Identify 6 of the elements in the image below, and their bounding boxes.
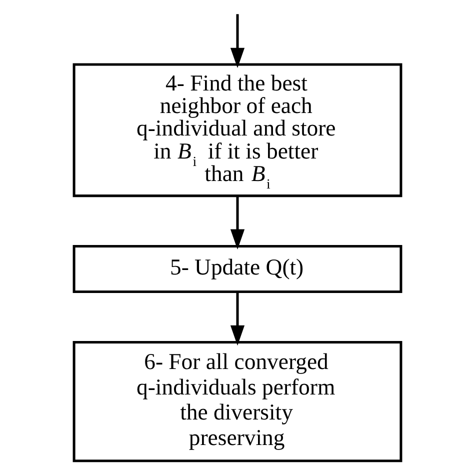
node-box: 6- For all converged q-individuals perform the diversity preserving <box>72 340 402 462</box>
arrow <box>230 196 244 250</box>
node-box: 5- Update Q(t) <box>72 245 402 293</box>
arrow <box>230 292 244 346</box>
arrow <box>230 14 244 68</box>
node-box: 4- Find the best neighbor of each q-individual and store in B$_{i}$ if it is better than B$_{i}$ <box>72 63 402 198</box>
